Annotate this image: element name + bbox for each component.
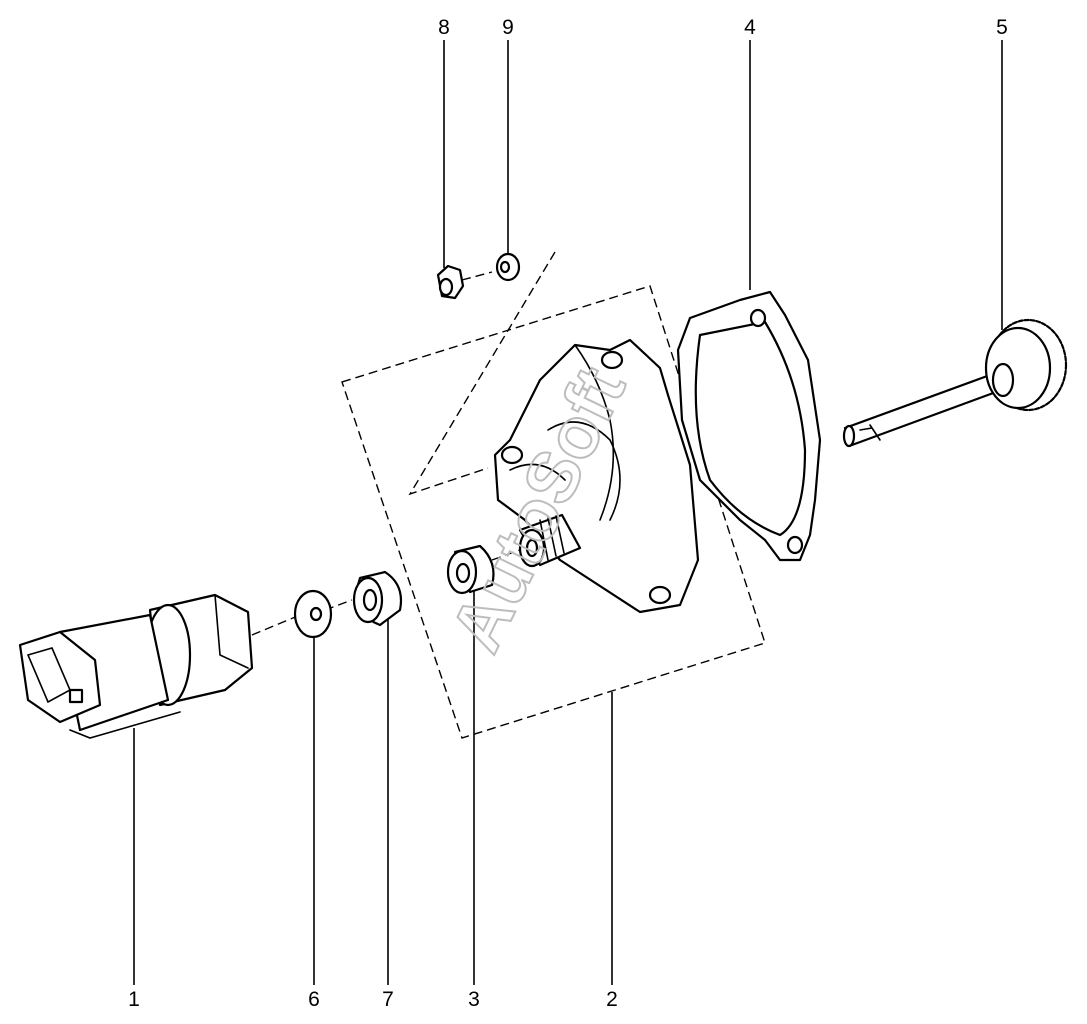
lock-washer-part-9[interactable] [495,252,521,282]
drive-housing-part-2[interactable] [493,338,700,614]
callout-labels: 1 2 3 4 5 6 7 8 9 [128,16,1008,1011]
assembly-outline-2 [341,251,766,739]
gasket-part-4[interactable] [676,290,822,562]
callout-9: 9 [502,16,514,39]
speed-sensor-part-1[interactable] [18,593,254,739]
callout-3: 3 [468,988,480,1011]
callout-7: 7 [382,988,394,1011]
seal-ring-part-3[interactable] [446,544,495,595]
bushing-part-7[interactable] [352,570,403,627]
callout-8: 8 [438,16,450,39]
callout-2: 2 [606,988,618,1011]
nut-part-8[interactable] [436,264,465,300]
callout-5: 5 [996,16,1008,39]
callout-4: 4 [744,16,756,39]
washer-part-6[interactable] [293,589,333,639]
callout-6: 6 [308,988,320,1011]
callout-1: 1 [128,988,140,1011]
driven-gear-part-5[interactable] [842,318,1068,448]
leader-lines [133,40,1003,985]
